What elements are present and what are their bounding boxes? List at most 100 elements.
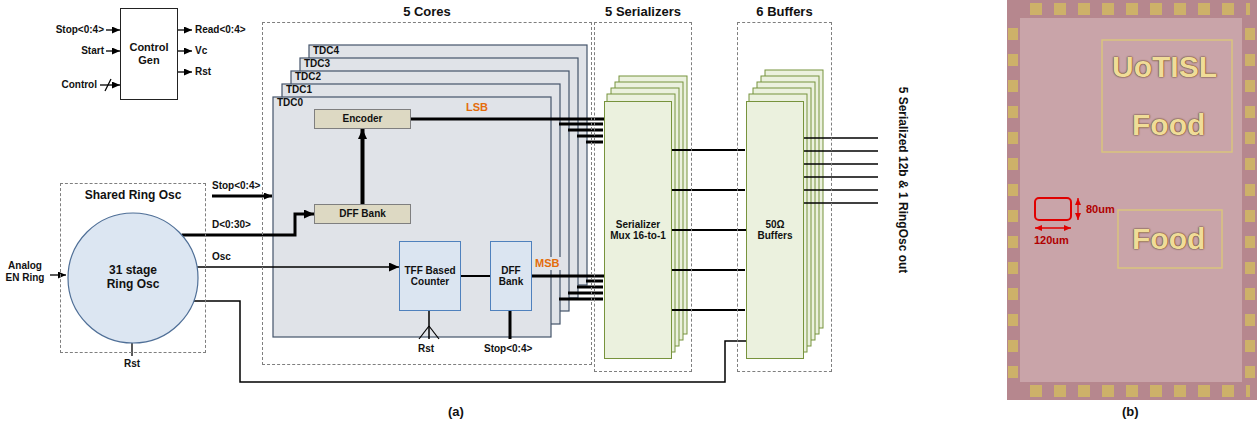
output-wire (803, 150, 878, 152)
stop-bus (509, 310, 512, 339)
output-wire (803, 176, 878, 178)
signal-label: D<0:30> (212, 219, 251, 231)
reset-wire (428, 310, 430, 339)
signal-label: Rst (195, 66, 211, 78)
signal-label: Analog EN Ring (2, 260, 48, 284)
signal-label: Read<0:4> (195, 24, 246, 36)
bond-pads (1245, 28, 1255, 380)
block-label: Control Gen (125, 41, 173, 66)
signal-label: (b) (1122, 404, 1139, 420)
serial-wire (671, 269, 745, 271)
signal-label: Vc (195, 45, 207, 57)
core-label: TDC1 (286, 84, 312, 96)
core-label: TDC2 (295, 71, 321, 83)
serial-wire (671, 189, 745, 191)
input-wire (100, 84, 120, 85)
input-wire (50, 274, 66, 275)
block-label: Serializer Mux 16-to-1 (609, 219, 667, 242)
tdc-outline (1035, 198, 1071, 220)
output-wire (803, 189, 878, 191)
lsb-bus (559, 123, 603, 126)
group-heading: 5 Cores (263, 4, 591, 20)
bus-wire (197, 266, 399, 268)
input-wire (106, 50, 120, 51)
block-label: DFF Bank (495, 265, 527, 288)
dimension-label: 120um (1034, 234, 1069, 247)
output-wire (178, 29, 192, 30)
signal-label: Start (2, 45, 104, 57)
dimension-arrow (1035, 227, 1071, 228)
lsb-bus (577, 135, 603, 138)
reset-wire (419, 326, 429, 339)
signal-label: Rst (418, 343, 434, 355)
output-wire (803, 202, 878, 204)
dimension-arrow (1077, 198, 1078, 220)
msb-bus (568, 292, 603, 295)
logo-frame (1118, 210, 1222, 268)
signal-label: Rst (120, 358, 144, 370)
counter-block: TFF Based Counter (399, 241, 461, 311)
die-marking: Food (1132, 222, 1205, 256)
group-heading: 5 Serializers (595, 4, 691, 20)
serial-wire (671, 309, 745, 311)
core-box (273, 97, 551, 337)
output-wire (803, 137, 878, 139)
group-frame: 6 Buffers50Ω Buffers (737, 22, 832, 372)
signal-label: Control (2, 79, 97, 91)
block-label: 31 stage Ring Osc (96, 264, 170, 292)
bus-slash (105, 79, 111, 91)
block-label: DFF Bank (339, 208, 386, 220)
dff-bank: DFF Bank (490, 241, 532, 311)
dimension-label: 80um (1086, 203, 1115, 216)
signal-label: MSB (533, 257, 561, 270)
serial-wire (671, 149, 745, 151)
reset-wire (429, 326, 439, 339)
signal-label: Stop<0:4> (484, 343, 532, 355)
bus-wire (672, 229, 746, 231)
signal-label: Stop<0:4> (212, 180, 260, 192)
bus-wire (461, 275, 490, 277)
dff-bank: DFF Bank (314, 204, 411, 224)
output-wire (803, 163, 878, 165)
bond-pads (1030, 3, 1250, 15)
signal-label: LSB (466, 101, 488, 114)
group-frame: 5 CoresTDC4TDC3TDC2TDC1TDC0EncoderDFF Ba… (262, 22, 592, 365)
lsb-bus (568, 129, 603, 132)
stop-bus (212, 195, 272, 198)
chip-core (1020, 18, 1242, 382)
group-frame: 5 SerializersSerializer Mux 16-to-1 (594, 22, 692, 372)
ring-oscillator: 31 stage Ring Osc (67, 212, 199, 344)
control-block: Control Gen (120, 8, 178, 100)
output-wire (178, 71, 192, 72)
block-label: 50Ω Buffers (751, 219, 799, 242)
die-marking: Food (1132, 108, 1205, 142)
core-label: TDC0 (277, 97, 303, 109)
encoder-block: Encoder (314, 109, 411, 129)
bus-wire (182, 214, 314, 235)
bond-pads (1030, 385, 1250, 397)
output-wire (178, 50, 192, 51)
tdc-core: TDC0EncoderDFF BankTFF Based CounterDFF … (273, 97, 551, 337)
core-label: TDC4 (313, 45, 339, 57)
bus-wire (361, 129, 365, 204)
ring-circle (68, 213, 198, 343)
buffer-block: 50Ω Buffers (746, 101, 804, 359)
bus-wire (411, 118, 604, 121)
msb-bus (577, 286, 603, 289)
block-label: TFF Based Counter (404, 265, 456, 288)
msb-bus (559, 298, 603, 301)
group-heading: Shared Ring Osc (61, 187, 205, 203)
die-marking: UoTISL (1112, 50, 1217, 84)
core-stack (273, 45, 587, 337)
logo-frame (1102, 40, 1232, 152)
signal-label: Osc (212, 251, 231, 263)
core-label: TDC3 (304, 58, 330, 70)
chip-photo (1007, 0, 1257, 400)
reset-wire (131, 343, 132, 356)
bond-pads (1008, 28, 1018, 380)
input-wire (106, 29, 120, 30)
signal-label: (a) (448, 404, 464, 420)
signal-label: Stop<0:4> (2, 24, 104, 36)
